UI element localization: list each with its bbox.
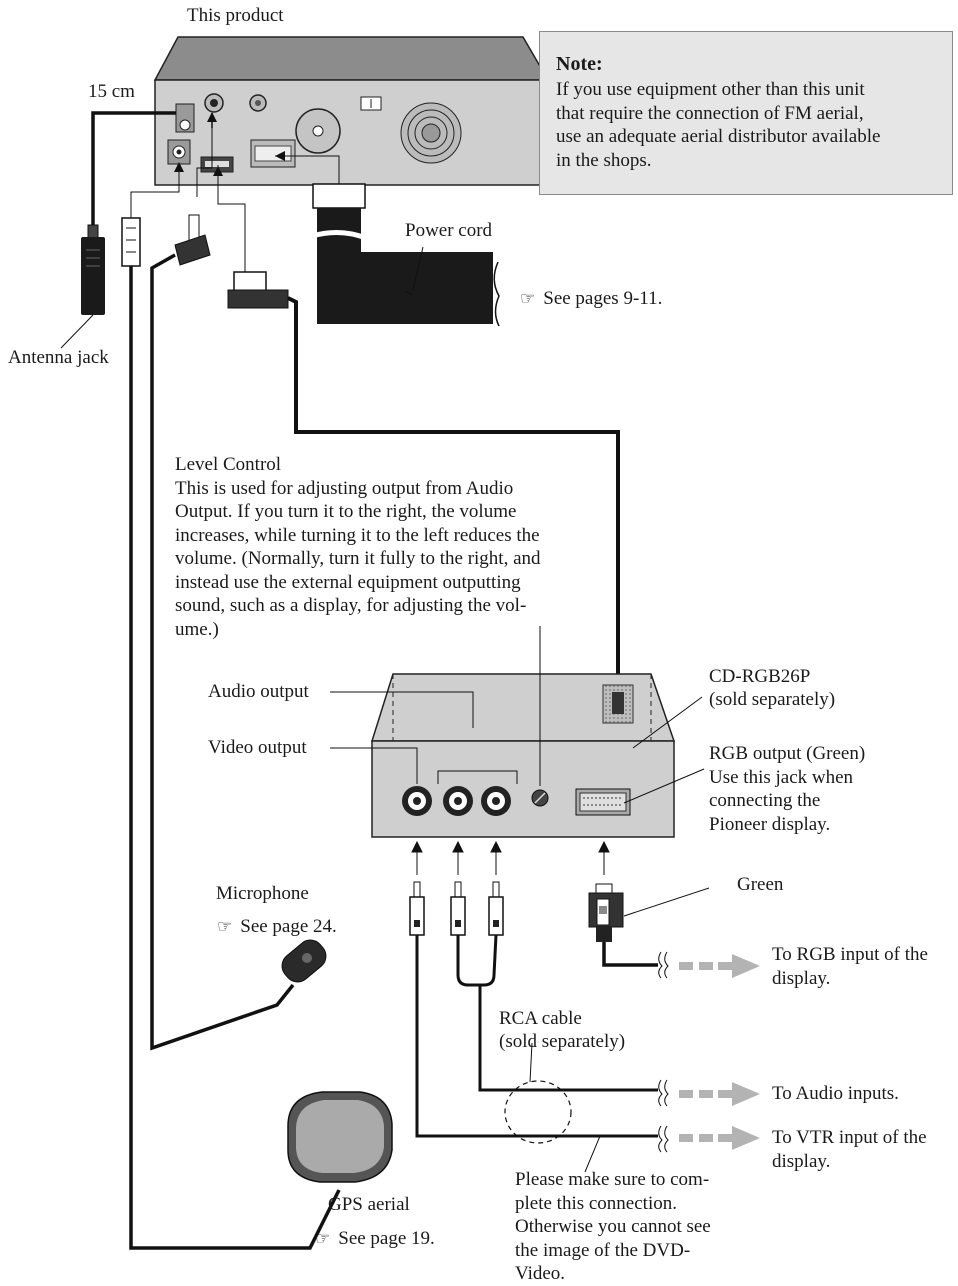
- level-control-line: This is used for adjusting output from A…: [175, 477, 514, 499]
- audio-output-label: Audio output: [208, 681, 309, 702]
- level-control-line: sound, such as a display, for adjusting …: [175, 595, 527, 616]
- warning-line: the image of the DVD-: [515, 1239, 691, 1261]
- length-label: 15 cm: [88, 81, 135, 102]
- rgb-link-cable: [213, 165, 620, 676]
- vtr-input-line: display.: [772, 1150, 831, 1172]
- level-control-line: ume.): [175, 618, 219, 640]
- see-page-19-text: See page 19.: [338, 1228, 435, 1249]
- rgb-output-line: Use this jack when: [709, 766, 854, 788]
- rca-cable-label: RCA cable: [499, 1008, 582, 1029]
- warning-text: Please make sure to com- plete this conn…: [515, 1168, 711, 1286]
- level-control-line: volume. (Normally, turn it fully to the …: [175, 548, 541, 569]
- warning-line: Please make sure to com-: [515, 1169, 710, 1190]
- see-pages-9-11: ☞ See pages 9-11.: [520, 287, 662, 311]
- warning-line: Video.: [515, 1263, 566, 1284]
- rgb-input-line: display.: [772, 967, 831, 989]
- antenna-jack-label: Antenna jack: [8, 347, 109, 368]
- warning-line: plete this connection.: [515, 1192, 677, 1214]
- green-label: Green: [737, 874, 784, 895]
- vtr-input-text: To VTR input of the display.: [772, 1126, 927, 1173]
- rgb-input-text: To RGB input of the display.: [772, 943, 928, 990]
- power-cord: [275, 151, 500, 327]
- level-control-line: Output. If you turn it to the right, the…: [175, 501, 517, 522]
- gps-aerial-label: GPS aerial: [328, 1194, 410, 1215]
- note-line: use an adequate aerial distributor avail…: [556, 126, 881, 147]
- gps-cable: [121, 162, 341, 1250]
- antenna-cable: [60, 111, 176, 349]
- rgb-input-line: To RGB input of the: [772, 944, 928, 965]
- input-arrows: [411, 840, 610, 875]
- vtr-input-line: To VTR input of the: [772, 1127, 927, 1148]
- unit-model-label: CD-RGB26P: [709, 666, 811, 687]
- note-title: Note:: [556, 53, 603, 75]
- level-control-line: instead use the external equipment outpu…: [175, 571, 521, 593]
- note-line: in the shops.: [556, 149, 652, 171]
- main-unit: [153, 36, 550, 186]
- output-arrows: [679, 954, 760, 1150]
- pointer-lines: [330, 290, 710, 917]
- power-cord-label: Power cord: [405, 220, 493, 241]
- rgb-display-cable: [588, 883, 669, 979]
- reference-hand-icon: ☞: [520, 289, 536, 308]
- note-line: If you use equipment other than this uni…: [556, 79, 865, 100]
- rgb-output-line: connecting the: [709, 790, 821, 811]
- reference-hand-icon: ☞: [217, 917, 233, 936]
- video-output-label: Video output: [208, 737, 307, 758]
- see-pages-9-11-text: See pages 9-11.: [543, 288, 663, 309]
- unit-sold-label: (sold separately): [709, 689, 836, 710]
- note-body: If you use equipment other than this uni…: [556, 78, 880, 172]
- microphone-label: Microphone: [216, 883, 309, 904]
- see-page-19: ☞ See page 19.: [315, 1227, 435, 1251]
- adapter-box: [370, 673, 676, 838]
- rgb-output-line: Pioneer display.: [709, 813, 831, 835]
- rgb-output-line: RGB output (Green): [709, 743, 866, 764]
- level-control-text: Level Control This is used for adjusting…: [175, 453, 541, 641]
- note-line: that require the connection of FM aerial…: [556, 102, 864, 124]
- audio-inputs-label: To Audio inputs.: [772, 1083, 899, 1104]
- rgb-output-text: RGB output (Green) Use this jack when co…: [709, 742, 865, 836]
- gps-aerial: [287, 1091, 393, 1183]
- rca-cable: [409, 881, 669, 1173]
- rca-sold-label: (sold separately): [499, 1031, 626, 1052]
- see-page-24-text: See page 24.: [240, 916, 337, 937]
- reference-hand-icon: ☞: [315, 1229, 331, 1248]
- note-box: Note: If you use equipment other than th…: [539, 31, 953, 195]
- warning-line: Otherwise you cannot see: [515, 1216, 711, 1237]
- microphone-cable: [150, 112, 327, 1051]
- this-product-label: This product: [187, 5, 284, 26]
- level-control-line: increases, while turning it to the left …: [175, 524, 540, 546]
- see-page-24: ☞ See page 24.: [217, 915, 337, 939]
- level-control-line: Level Control: [175, 454, 282, 475]
